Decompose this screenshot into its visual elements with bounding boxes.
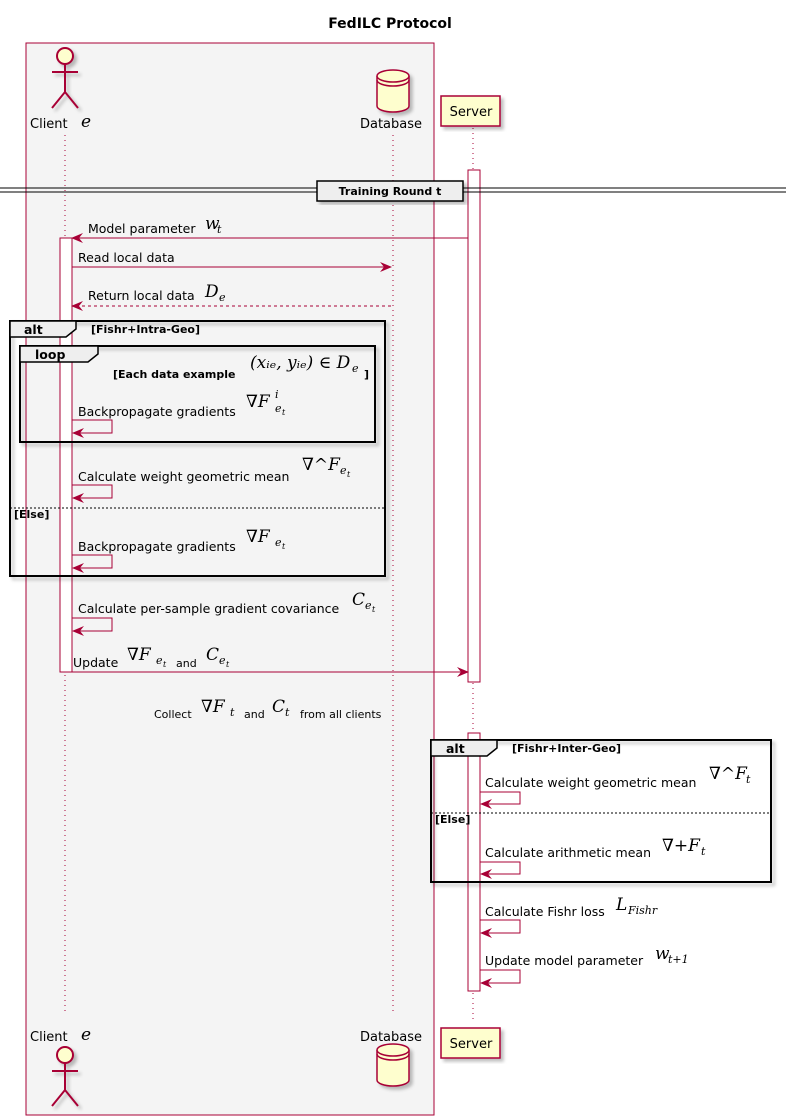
msg-server-geomean-arrow [480, 791, 521, 809]
loop-keyword: loop [35, 347, 65, 362]
msg-server-geomean-text: Calculate weight geometric mean [485, 775, 696, 790]
alt-inter-keyword: alt [446, 741, 465, 756]
msg-backprop-loop-text: Backpropagate gradients [78, 404, 236, 419]
alt-intra-else: [Else] [14, 508, 49, 521]
alt-inter-tab [430, 739, 498, 757]
msg-backprop-else-sub: e [275, 536, 282, 549]
collect-and: and [244, 708, 265, 721]
msg-client-geomean-arrow [72, 484, 113, 503]
diagram-title: FedILC Protocol [328, 16, 452, 32]
msg-read-local-data-text: Read local data [78, 250, 175, 265]
msg-client-geomean-math: ∇^F [302, 455, 341, 475]
alt-intra-guard: [Fishr+Intra-Geo] [91, 323, 200, 336]
database-label-bottom: Database [360, 1030, 422, 1045]
msg-backprop-loop-subsub: t [282, 408, 286, 417]
loop-guard-sub: e [352, 362, 359, 375]
msg-covariance-math: C [352, 590, 365, 610]
msg-server-arithmean-text: Calculate arithmetic mean [485, 845, 651, 860]
client-activation [59, 237, 73, 673]
msg-covariance-subsub: t [372, 605, 376, 614]
msg-server-arithmean-math: ∇+F [662, 836, 701, 856]
msg-model-parameter-sub: t [217, 223, 222, 236]
msg-fishr-loss-text: Calculate Fishr loss [485, 904, 605, 919]
participant-group-box [25, 42, 435, 1116]
msg-update-math1: ∇F [127, 645, 152, 665]
msg-return-local-data-sub: e [219, 291, 226, 304]
client-var-top: e [81, 112, 91, 132]
msg-update-math2: C [206, 645, 219, 665]
divider-label: Training Round t [339, 185, 442, 198]
msg-update-text: Update [73, 655, 119, 670]
alt-intra-keyword: alt [24, 322, 43, 337]
msg-return-local-data-math: D [204, 282, 219, 302]
msg-update-and: and [176, 657, 197, 670]
alt-intra-tab [9, 320, 77, 338]
msg-backprop-else-text: Backpropagate gradients [78, 539, 236, 554]
msg-update-model-text: Update model parameter [485, 953, 644, 968]
loop-guard-math: (xᵢₑ, yᵢₑ) ∈ D [250, 353, 351, 373]
msg-backprop-loop-arrow [72, 419, 113, 438]
msg-update-math1-subsub: t [163, 660, 167, 669]
msg-backprop-else-arrow [72, 554, 113, 573]
alt-fragment-inter [430, 739, 772, 883]
server-box-bottom [440, 1027, 501, 1059]
client-actor-bottom [51, 1046, 79, 1107]
msg-update-math1-sub: e [156, 654, 163, 667]
collect-math1: ∇F [201, 697, 226, 717]
msg-model-parameter-math: w [205, 214, 220, 234]
loop-guard-pre: [Each data example [113, 368, 236, 381]
msg-update-model-arrow [480, 969, 521, 988]
msg-server-geomean-math: ∇^F [709, 764, 748, 784]
msg-backprop-loop-sup: i [275, 388, 279, 401]
msg-server-arithmean-arrow [480, 861, 521, 879]
msg-backprop-else-subsub: t [282, 542, 286, 551]
server-box-top [440, 95, 501, 127]
msg-fishr-loss-arrow [480, 919, 521, 938]
msg-backprop-loop-sub: e [275, 402, 282, 415]
server-activation-1 [467, 169, 481, 683]
msg-client-geomean-subsub: t [347, 470, 351, 479]
client-var-bottom: e [81, 1025, 91, 1045]
msg-backprop-loop-math: ∇F [246, 392, 271, 412]
client-label-bottom: Client [30, 1030, 68, 1045]
collect-math1-sub: t [230, 706, 235, 719]
msg-covariance-sub: e [365, 599, 372, 612]
msg-fishr-loss-sub: Fishr [627, 904, 658, 917]
alt-fragment-intra [9, 320, 386, 577]
loop-tab [19, 345, 99, 363]
collect-math2: C [272, 697, 285, 717]
loop-fragment [19, 345, 376, 443]
msg-server-geomean-sub: t [746, 773, 751, 786]
msg-return-local-data-text: Return local data [88, 288, 195, 303]
alt-inter-guard: [Fishr+Inter-Geo] [512, 742, 621, 755]
msg-update-math2-sub: e [219, 654, 226, 667]
database-label-top: Database [360, 117, 422, 132]
msg-server-arithmean-sub: t [701, 845, 706, 858]
client-label-top: Client [30, 117, 68, 132]
server-label-top: Server [450, 105, 493, 120]
msg-covariance-arrow [72, 617, 113, 636]
divider-box [316, 180, 464, 202]
database-icon-bottom [376, 1043, 410, 1087]
msg-client-geomean-text: Calculate weight geometric mean [78, 469, 289, 484]
msg-update-math2-subsub: t [226, 660, 230, 669]
msg-fishr-loss-math: L [615, 895, 627, 915]
collect-post: from all clients [300, 708, 382, 721]
client-actor-top [51, 47, 79, 109]
server-label-bottom: Server [450, 1037, 493, 1052]
msg-backprop-else-math: ∇F [246, 527, 271, 547]
msg-covariance-text: Calculate per-sample gradient covariance [78, 601, 340, 616]
msg-model-parameter-text: Model parameter [88, 221, 196, 236]
alt-inter-else: [Else] [435, 813, 470, 826]
msg-update-model-math: w [655, 944, 670, 964]
collect-pre: Collect [154, 708, 192, 721]
collect-math2-sub: t [285, 706, 290, 719]
loop-guard-post: ] [364, 368, 369, 381]
server-activation-2 [467, 732, 481, 992]
msg-update-model-sub: t+1 [668, 953, 689, 966]
database-icon-top [376, 69, 410, 113]
msg-client-geomean-sub: e [340, 464, 347, 477]
